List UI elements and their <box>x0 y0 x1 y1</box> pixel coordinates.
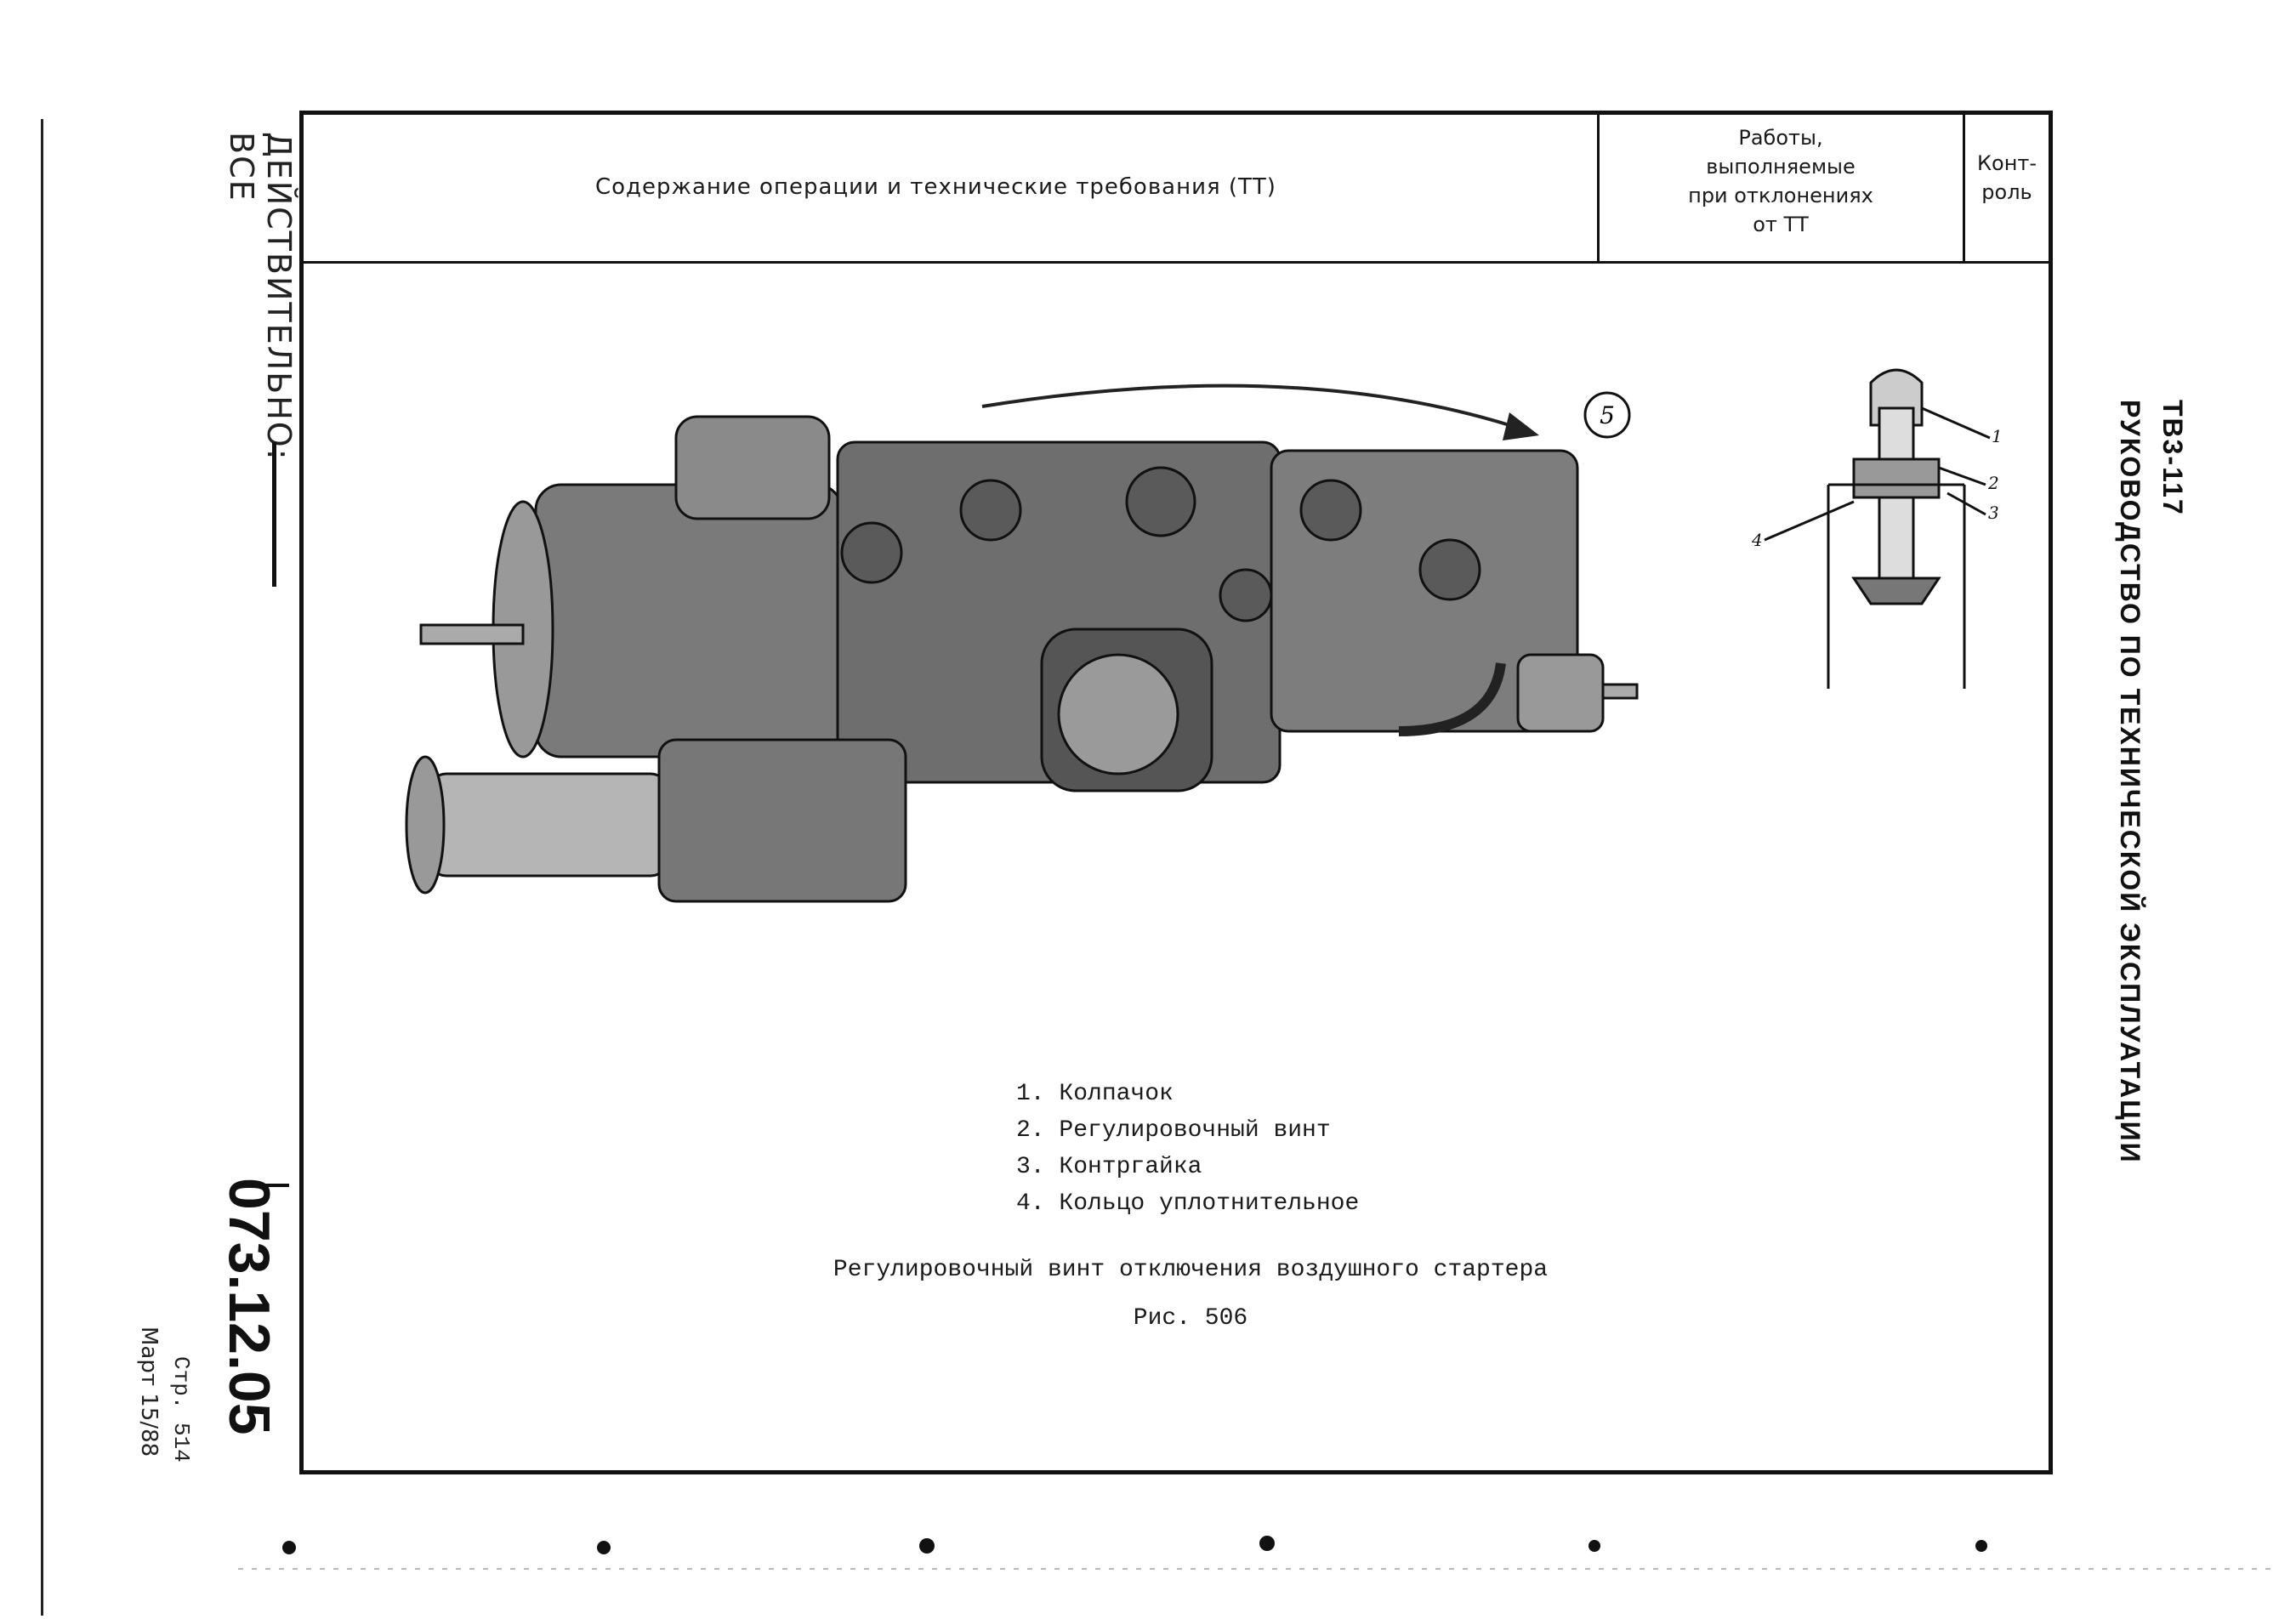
callout-number: 5 <box>1600 401 1615 429</box>
works-line: при отклонениях <box>1688 184 1873 207</box>
bolt-head <box>1418 538 1481 601</box>
pump-housing <box>534 483 844 758</box>
leader-4 <box>1764 500 1855 542</box>
header-works-column: Работы, выполняемые при отклонениях от Т… <box>1599 123 1963 251</box>
fuel-line <box>1398 662 1506 736</box>
legend-item: 4. Кольцо уплотнительное <box>1016 1190 1360 1217</box>
lower-cylinder <box>428 772 669 878</box>
binder-hole <box>597 1541 611 1554</box>
validity-stamp: ДЕЙСТВИТЕЛЬНО: ВСЕ <box>223 132 298 462</box>
drive-shaft <box>419 623 525 645</box>
legend-item: 2. Регулировочный винт <box>1016 1117 1331 1144</box>
binder-hole <box>1588 1540 1600 1552</box>
binder-hole <box>1259 1536 1275 1551</box>
leader-1 <box>1921 406 1991 440</box>
works-line: Работы, <box>1738 126 1823 150</box>
engine-model: ТВ3-117 <box>2157 400 2188 516</box>
detail-label-3: 3 <box>1988 503 1999 523</box>
works-line: от ТТ <box>1753 213 1809 236</box>
bolt-head <box>1299 479 1362 542</box>
binder-holes <box>238 1536 2279 1570</box>
detail-label-4: 4 <box>1751 530 1763 550</box>
page-frame <box>299 111 2053 1474</box>
legend-item: 3. Контргайка <box>1016 1154 1202 1180</box>
legend-item: 1. Колпачок <box>1016 1081 1174 1107</box>
control-line: Конт- <box>1976 151 2037 175</box>
header-control-column: Конт- роль <box>1964 149 2049 217</box>
bolt-head <box>1219 568 1273 622</box>
lower-cylinder-flange <box>405 755 446 895</box>
detail-label-1: 1 <box>1992 426 2003 446</box>
header-divider <box>1963 111 1965 264</box>
table-header <box>299 111 2053 264</box>
header-content-column: Содержание операции и технические требов… <box>595 174 1276 200</box>
end-stud <box>1601 683 1639 700</box>
bolt-head <box>1125 466 1196 537</box>
housing-outline <box>1827 483 1966 689</box>
adjusting-screw-detail: 1 2 3 4 <box>1751 368 2003 689</box>
page-edge-rule <box>41 119 43 1616</box>
control-line: роль <box>1981 180 2032 204</box>
binder-hole <box>1975 1540 1987 1552</box>
leader-2 <box>1938 466 1986 486</box>
binder-hole <box>919 1538 935 1554</box>
dial-sector <box>1057 653 1179 775</box>
parts-legend: 1. Колпачок 2. Регулировочный винт 3. Ко… <box>1016 1076 1526 1220</box>
seal-ring <box>1851 577 1941 605</box>
detail-label-2: 2 <box>1987 473 1999 493</box>
binder-hole <box>282 1541 296 1554</box>
governor-top <box>674 415 831 520</box>
end-cap <box>1516 653 1605 733</box>
figure-number: Рис. 506 <box>1133 1305 1248 1332</box>
callout-arrowhead <box>1503 412 1539 440</box>
header-divider <box>1597 111 1600 264</box>
revision-date: Март 15/88 <box>136 1326 162 1457</box>
fuel-regulator-illustration <box>405 383 1639 903</box>
works-line: выполняемые <box>1706 155 1856 179</box>
validity-bar <box>272 442 276 587</box>
doc-number-overline <box>255 1184 289 1187</box>
bolt-head <box>840 521 903 584</box>
locknut <box>1852 457 1941 499</box>
manual-title: ТВ3-117 РУКОВОДСТВО ПО ТЕХНИЧЕСКОЙ ЭКСПЛ… <box>2092 400 2194 1267</box>
bolt-head <box>959 479 1022 542</box>
figure-caption: Регулировочный винт отключения воздушног… <box>833 1257 1549 1283</box>
leader-3 <box>1946 491 1986 516</box>
callout-arc <box>981 383 1510 427</box>
manual-name: РУКОВОДСТВО ПО ТЕХНИЧЕСКОЙ ЭКСПЛУАТАЦИИ <box>2115 400 2145 1164</box>
document-number: 073.12.05 <box>217 1178 281 1435</box>
callout-marker: 5 <box>1583 391 1631 439</box>
page-reference: Стр. 514 <box>168 1356 194 1463</box>
lower-valve-block <box>657 738 907 903</box>
